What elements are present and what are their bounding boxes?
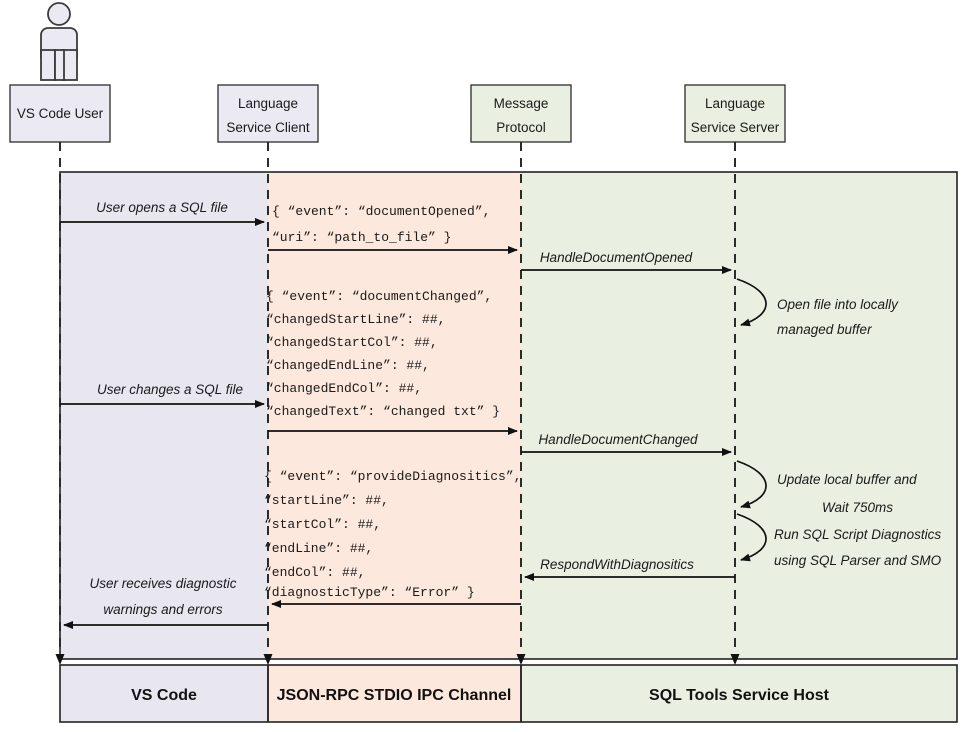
lifelines bbox=[55, 142, 740, 665]
json-line: “endCol”: ##, bbox=[264, 565, 365, 580]
actor-icon bbox=[40, 2, 78, 81]
json-line: “uri”: “path_to_file” } bbox=[272, 230, 451, 245]
message-label-handle-document-opened: HandleDocumentOpened bbox=[540, 250, 693, 265]
json-line: { “event”: “provideDiagnositics”, bbox=[264, 469, 521, 484]
participant-boxes: VS Code User Language Service Client Mes… bbox=[9, 84, 786, 143]
message-label-respond-with-diagnositics: RespondWithDiagnositics bbox=[540, 557, 694, 572]
message-label-handle-document-changed: HandleDocumentChanged bbox=[538, 432, 698, 447]
messages: User opens a SQL file HandleDocumentOpen… bbox=[60, 200, 735, 629]
participant-label-user-line1: VS Code User bbox=[17, 106, 104, 121]
json-payload-document-opened: { “event”: “documentOpened”, “uri”: “pat… bbox=[272, 204, 490, 245]
json-line: { “event”: “documentChanged”, bbox=[266, 289, 492, 304]
footer-segment-host[interactable] bbox=[521, 665, 957, 722]
self-call-label-line2: using SQL Parser and SMO bbox=[774, 553, 942, 568]
json-line: “changedEndCol”: ##, bbox=[266, 381, 422, 396]
footer-label-vs-code: VS Code bbox=[131, 687, 197, 704]
self-call-label-line2: Wait 750ms bbox=[822, 500, 893, 515]
footer-outline bbox=[59, 664, 958, 723]
swimlane-bands bbox=[59, 171, 958, 660]
json-line: “changedEndLine”: ##, bbox=[266, 358, 430, 373]
footer-segment-ipc[interactable] bbox=[268, 665, 521, 722]
json-line: “changedStartCol”: ##, bbox=[266, 335, 438, 350]
json-line: “startLine”: ##, bbox=[264, 493, 389, 508]
self-call-label-line1: Run SQL Script Diagnostics bbox=[774, 527, 941, 542]
self-call-open-file: Open file into locally managed buffer bbox=[736, 278, 899, 337]
json-line: { “event”: “documentOpened”, bbox=[272, 204, 490, 219]
json-line: “startCol”: ##, bbox=[264, 517, 381, 532]
message-label-user-receives-diagnostics-line2: warnings and errors bbox=[103, 602, 223, 617]
band-vs-code bbox=[60, 172, 268, 659]
footer-label-ipc-channel: JSON-RPC STDIO IPC Channel bbox=[277, 687, 512, 704]
json-line: “changedText”: “changed txt” } bbox=[266, 404, 500, 419]
participant-label-server-line1: Language bbox=[705, 96, 765, 111]
self-call-label-line1: Open file into locally bbox=[777, 297, 899, 312]
participant-label-proto-line1: Message bbox=[494, 96, 549, 111]
footer-segment-vs-code[interactable] bbox=[60, 665, 268, 722]
participant-label-proto-line2: Protocol bbox=[496, 120, 546, 135]
json-line: “diagnosticType”: “Error” } bbox=[264, 585, 475, 600]
self-call-label-line2: managed buffer bbox=[777, 322, 872, 337]
json-payload-document-changed: { “event”: “documentChanged”, “changedSt… bbox=[266, 289, 500, 419]
message-label-user-opens-sql-file: User opens a SQL file bbox=[96, 200, 228, 215]
participant-label-client-line1: Language bbox=[238, 96, 298, 111]
message-label-user-receives-diagnostics-line1: User receives diagnostic bbox=[89, 576, 236, 591]
json-line: “changedStartLine”: ##, bbox=[266, 312, 445, 327]
participant-label-client-line2: Service Client bbox=[226, 120, 310, 135]
footer-bar: VS Code JSON-RPC STDIO IPC Channel SQL T… bbox=[59, 664, 958, 723]
self-call-run-diagnostics: Run SQL Script Diagnostics using SQL Par… bbox=[736, 513, 942, 568]
self-call-label-line1: Update local buffer and bbox=[777, 472, 917, 487]
message-label-user-changes-sql-file: User changes a SQL file bbox=[97, 382, 243, 397]
band-sql-tools-host bbox=[521, 172, 957, 659]
json-payload-provide-diagnositics: { “event”: “provideDiagnositics”, “start… bbox=[264, 469, 521, 600]
band-ipc-channel bbox=[268, 172, 521, 659]
json-line: “endLine”: ##, bbox=[264, 541, 373, 556]
self-call-update-buffer-wait: Update local buffer and Wait 750ms bbox=[736, 460, 917, 515]
footer-label-sql-tools-host: SQL Tools Service Host bbox=[649, 687, 830, 704]
participant-label-server-line2: Service Server bbox=[691, 120, 780, 135]
